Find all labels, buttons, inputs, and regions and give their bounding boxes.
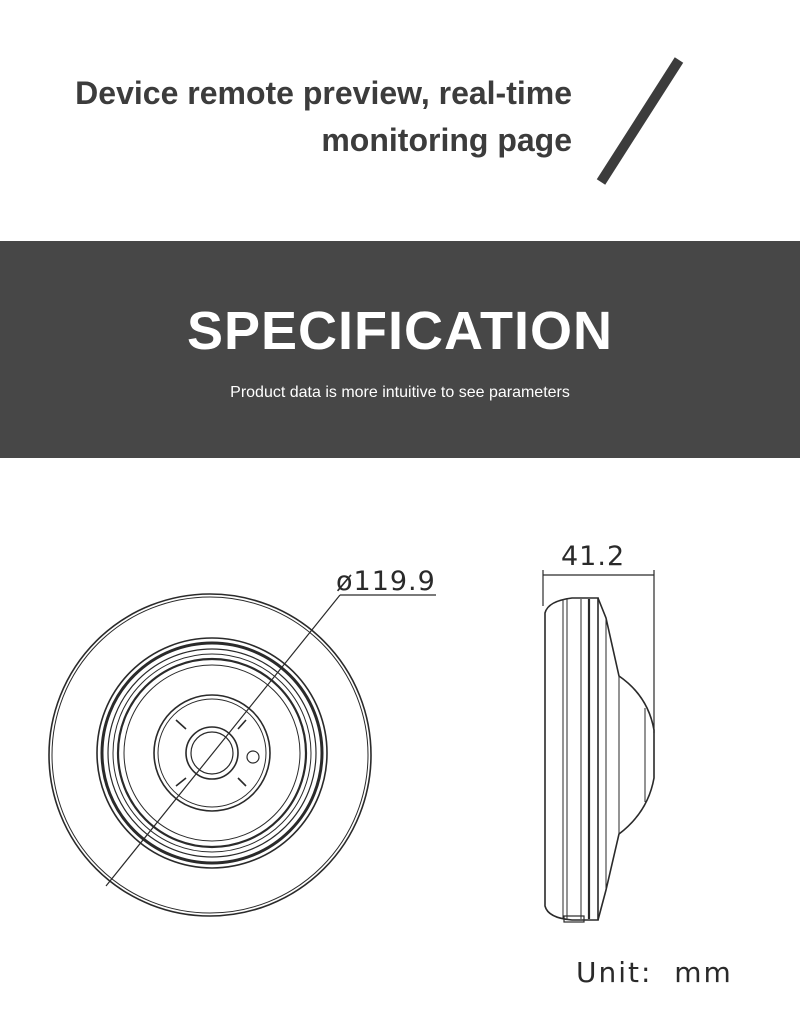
lens-housing [153, 694, 271, 812]
lens-outer [185, 726, 239, 780]
slash-decoration [596, 57, 684, 185]
lens-inner [190, 731, 234, 775]
outer-shell-circle [48, 593, 372, 917]
header-section: Device remote preview, real-time monitor… [0, 0, 800, 240]
ring-outer [96, 637, 328, 869]
specification-banner [0, 241, 800, 458]
page-headline: Device remote preview, real-time monitor… [12, 70, 572, 164]
diameter-label: ø119.9 [336, 566, 436, 597]
diameter-leader-line [105, 594, 341, 887]
headline-line-2: monitoring page [321, 122, 572, 158]
specification-subtitle: Product data is more intuitive to see pa… [230, 384, 570, 401]
unit-label: Unit: mm [576, 956, 733, 989]
specification-title: SPECIFICATION [186, 301, 613, 361]
thickness-label: 41.2 [561, 541, 625, 572]
front-view [48, 593, 436, 917]
side-view [542, 570, 655, 923]
headline-line-1: Device remote preview, real-time [75, 75, 572, 111]
side-dome-outline [597, 597, 655, 921]
dimension-drawing: ø119.9 41.2 Unit: mm [48, 541, 733, 989]
indicator-led [246, 750, 260, 764]
